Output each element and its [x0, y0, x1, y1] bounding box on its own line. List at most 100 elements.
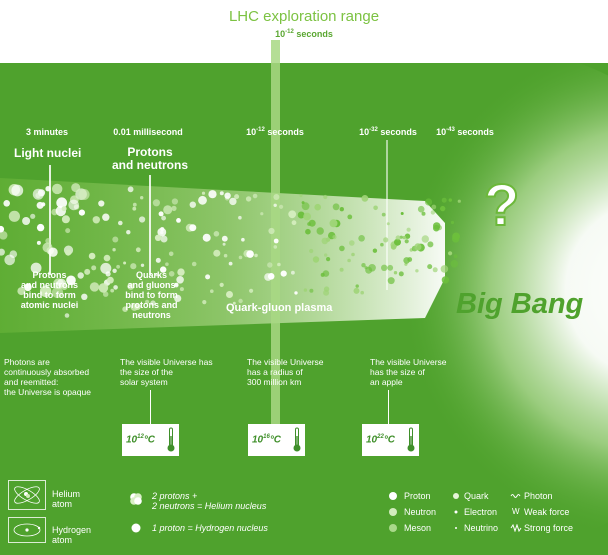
legend-photon: Photon: [524, 491, 553, 501]
particle: [110, 288, 115, 293]
particle: [305, 228, 311, 235]
connector-3: [388, 390, 389, 424]
legend-helium-equation: 2 protons + 2 neutrons = Helium nucleus: [152, 491, 267, 511]
particle: [17, 287, 26, 296]
particle: [358, 235, 365, 242]
particle: [386, 222, 390, 226]
particle: [268, 227, 275, 235]
temperature-2: 1016°C: [252, 434, 282, 446]
particle: [226, 291, 233, 298]
divider-protons: [149, 175, 151, 275]
legend-strong-force: Strong force: [524, 523, 574, 533]
particle: [347, 214, 353, 220]
particle: [52, 183, 63, 195]
particle: [127, 186, 134, 193]
particle: [221, 235, 228, 242]
particle: [303, 212, 311, 221]
particle: [208, 190, 217, 199]
helium-nucleus-icon: [130, 493, 142, 505]
legend-weak-force: Weak force: [524, 507, 570, 517]
helium-atom-icon: [8, 480, 46, 510]
particle-field: [0, 183, 461, 318]
particle: [174, 294, 182, 302]
particle: [126, 230, 131, 235]
particle: [71, 183, 81, 193]
particle: [0, 248, 5, 256]
particle: [89, 282, 100, 292]
particle: [30, 213, 36, 219]
photon-icon: [510, 494, 521, 498]
particle: [24, 283, 32, 292]
particle: [353, 287, 360, 294]
particle: [361, 195, 369, 202]
particle: [112, 236, 119, 243]
particle: [448, 251, 453, 256]
temperature-box-3: 1022°C: [362, 424, 419, 456]
particle: [406, 227, 411, 232]
particle: [303, 288, 308, 292]
particle: [107, 276, 114, 284]
particle: [432, 267, 438, 273]
particle: [430, 210, 436, 215]
particle: [326, 257, 331, 262]
particle: [297, 211, 305, 219]
particle: [84, 268, 91, 275]
particle: [316, 227, 324, 235]
particle: [224, 192, 231, 199]
particle: [398, 271, 404, 277]
particle: [277, 262, 281, 267]
particle: [245, 196, 252, 202]
particle: [145, 299, 150, 304]
particle: [372, 248, 378, 253]
particle: [415, 269, 419, 273]
legend-neutron: Neutron: [404, 507, 437, 517]
particle: [312, 256, 320, 263]
note-radius: The visible Universe has a radius of 300…: [247, 357, 324, 387]
particle: [441, 197, 447, 203]
particle: [351, 252, 355, 257]
particle: [452, 232, 460, 241]
particle: [373, 205, 378, 211]
particle: [273, 238, 279, 244]
particle: [387, 277, 395, 285]
particle: [100, 262, 112, 274]
particle: [249, 288, 254, 293]
particle: [39, 285, 52, 297]
particle: [393, 271, 398, 275]
particle: [403, 257, 410, 264]
particle: [339, 267, 344, 272]
particle: [219, 191, 224, 196]
particle: [390, 244, 397, 250]
particle: [238, 255, 243, 260]
particle: [228, 261, 233, 266]
thermometer-icon: [407, 427, 415, 452]
particle: [400, 212, 404, 215]
particle: [232, 301, 236, 305]
time-1e-12-seconds: 10-12 seconds: [246, 127, 304, 137]
desc-nuclei: Protons and neutrons bind to form atomic…: [20, 270, 79, 310]
particle: [56, 197, 68, 209]
particle: [347, 258, 351, 263]
particle: [364, 266, 368, 270]
particle: [160, 235, 168, 243]
particle: [291, 220, 297, 226]
particle: [332, 235, 337, 240]
particle: [339, 207, 344, 212]
particle: [421, 211, 426, 216]
particle: [77, 272, 84, 279]
lhc-band: [271, 40, 280, 430]
particle: [41, 202, 46, 207]
particle: [36, 240, 41, 245]
particle: [323, 286, 330, 292]
weak-force-icon: W: [512, 507, 520, 516]
particle: [155, 257, 161, 263]
particle: [36, 223, 45, 232]
particle: [329, 219, 338, 228]
particle: [291, 270, 295, 275]
particle: [64, 313, 70, 318]
note-apple: The visible Universe has the size of an …: [370, 357, 447, 387]
particle: [168, 251, 174, 257]
legend-neutrino: Neutrino: [464, 523, 499, 533]
particle: [309, 288, 314, 293]
particle: [279, 204, 284, 209]
